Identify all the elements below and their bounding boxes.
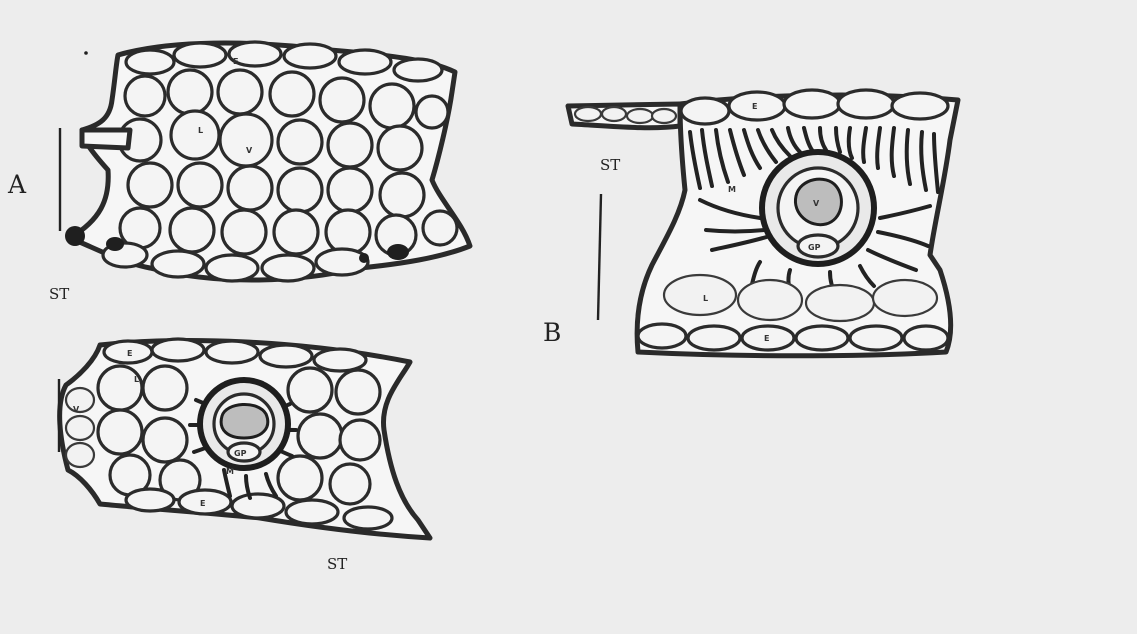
panel-c-mesophyll-label: M [226, 467, 234, 476]
panel-a-stomata-label: ST [49, 285, 69, 303]
panel-b-label: B [543, 318, 561, 347]
panel-c-epidermis-bottom-label: E [200, 499, 205, 508]
panel-b-epidermis-bottom-label: E [764, 334, 769, 343]
panel-c-vascular-bundle [221, 404, 268, 438]
panel-b-mesophyll-label: M [728, 185, 736, 194]
panel-c-stomata-label: ST [327, 555, 347, 573]
panel-c-phloem-label: GP [234, 449, 247, 458]
panel-b-lacuna-label: L [703, 294, 708, 303]
panel-a-section: E L V A ST [7, 42, 470, 303]
panel-b-epidermis-top-label: E [752, 102, 757, 111]
panel-b-upper-epidermis-cells [681, 90, 948, 124]
panel-c-section: E L GP M E V ST [59, 339, 430, 573]
panel-b-phloem-label: GP [808, 243, 821, 252]
panel-c-side-label: V [73, 405, 80, 414]
panel-b-scale-bar [598, 194, 601, 320]
panel-c-side-cells [66, 388, 94, 467]
panel-a-epidermis-label: E [233, 57, 238, 66]
panel-b-section: E M V GP L E B ST [543, 90, 958, 356]
panel-c-epidermis-top-label: E [127, 349, 132, 358]
panel-b-stomata-label: ST [600, 156, 620, 174]
panel-a-label: A [7, 170, 27, 199]
panel-a-vein-label: V [246, 146, 253, 155]
panel-c-lacuna-label: L [134, 375, 139, 384]
panel-b-vein-label: V [813, 199, 820, 208]
panel-a-lacuna-label: L [198, 126, 203, 135]
